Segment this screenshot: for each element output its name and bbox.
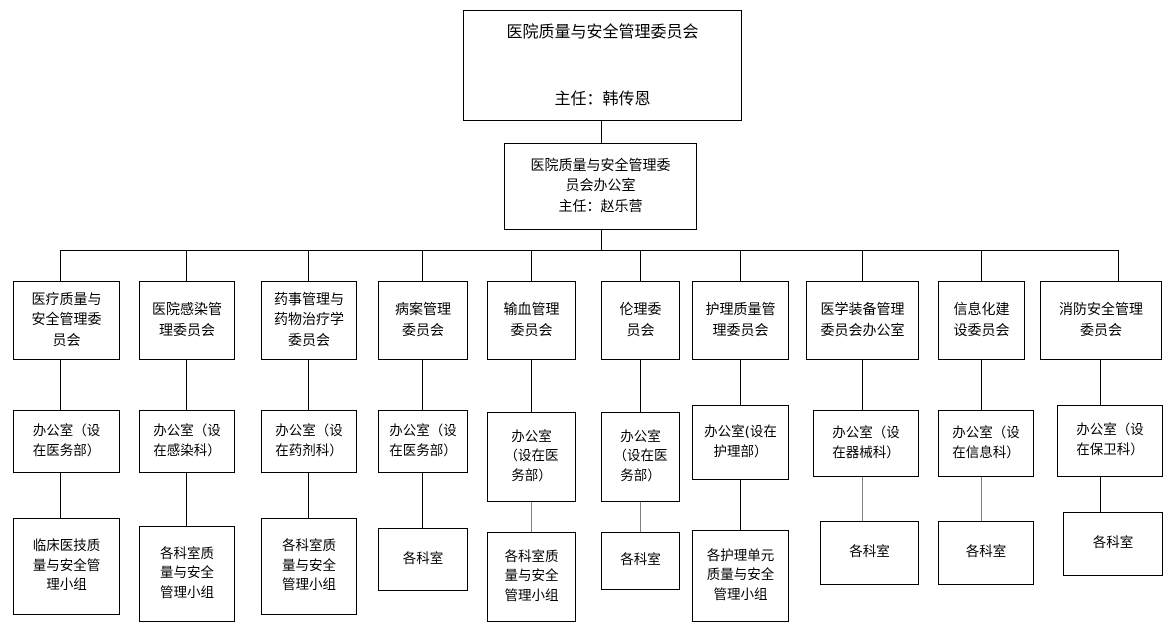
node-committee-9: 信息化建 设委员会 [938,281,1025,360]
node-group-3: 各科室质 量与安全 管理小组 [261,518,357,615]
node-label: 输血管理 委员会 [503,302,560,339]
connector-office-2-to-group [186,473,187,526]
connector-committee-2-to-office [186,360,187,410]
node-label: 办公室（设 在药剂科） [275,422,343,459]
node-committee-5: 输血管理 委员会 [487,281,576,360]
connector-bus-to-committee-4 [422,250,423,281]
node-label: 消防安全管理 委员会 [1059,302,1143,339]
node-label: 医院感染管 理委员会 [152,302,222,339]
node-committee-8: 医学装备管理 委员会办公室 [806,281,919,360]
connector-office-10-to-group [1100,477,1101,512]
node-group-1: 临床医技质 量与安全管 理小组 [13,518,120,615]
node-label: 各科室 [1092,535,1134,552]
connector-bus-to-committee-6 [640,250,641,281]
node-label: 医院质量与安全管理委 员会办公室 主任：赵乐营 [530,158,671,215]
connector-office-7-to-group [740,480,741,530]
connector-office-5-to-group [531,502,532,532]
node-label: 办公室（设 在医务部） [389,422,457,459]
node-group-4: 各科室 [378,528,468,591]
node-office-5: 办公室 （设在医 务部） [487,412,576,502]
connector-bus-to-committee-10 [1118,250,1119,281]
node-label: 伦理委 员会 [619,302,662,339]
node-label: 办公室 （设在医 务部） [613,428,668,484]
node-committee-7: 护理质量管 理委员会 [692,281,789,360]
connector-committee-6-to-office [640,360,641,412]
node-office-9: 办公室（设 在信息科） [938,410,1034,477]
node-group-8: 各科室 [820,521,919,585]
connector-committee-8-to-office [862,360,863,410]
node-group-9: 各科室 [938,521,1034,585]
node-label: 护理质量管 理委员会 [705,302,776,339]
node-label: 病案管理 委员会 [395,302,451,339]
node-office-7: 办公室(设在 护理部） [692,405,789,480]
node-office-8: 办公室（设 在器械科） [813,410,919,477]
node-label: 办公室(设在 护理部） [704,423,777,460]
node-label: 各科室 [849,544,890,561]
node-label: 各科室质 量与安全 管理小组 [504,548,559,604]
node-label: 药事管理与 药物治疗学 委员会 [274,292,344,349]
node-group-5: 各科室质 量与安全 管理小组 [487,532,576,622]
node-label: 各科室 [402,550,444,567]
node-label: 各科室 [620,552,661,569]
connector-bus-to-committee-9 [981,250,982,281]
connector-office-8-to-group [862,477,863,521]
connector-bus-to-committee-5 [531,250,532,281]
connector-office-to-bus [601,230,602,251]
connector-root-to-office [601,121,602,143]
node-label: 医学装备管理 委员会办公室 [820,302,905,339]
node-group-10: 各科室 [1063,512,1163,576]
connector-bus-to-committee-1 [60,250,61,281]
connector-bus-to-committee-2 [186,250,187,281]
connector-committee-9-to-office [981,360,982,410]
node-office-4: 办公室（设 在医务部） [378,410,468,473]
node-label: 医疗质量与 安全管理委 员会 [31,292,102,349]
node-label: 办公室（设 在信息科） [952,424,1020,461]
node-label: 各科室质 量与安全 管理小组 [160,545,214,601]
connector-office-9-to-group [981,477,982,521]
node-committee-10: 消防安全管理 委员会 [1040,281,1162,360]
node-office-10: 办公室（设 在保卫科） [1057,405,1163,477]
node-committee-3: 药事管理与 药物治疗学 委员会 [261,281,357,360]
node-label: 各护理单元 质量与安全 管理小组 [706,547,775,603]
node-label: 办公室（设 在医务部） [32,422,101,459]
node-label: 办公室（设 在器械科） [832,424,900,461]
node-label: 临床医技质 量与安全管 理小组 [32,538,101,594]
node-label: 办公室（设 在感染科） [153,422,221,459]
node-label: 医院质量与安全管理委员会 主任：韩传恩 [506,22,699,109]
node-label: 信息化建 设委员会 [953,302,1010,339]
connector-committee-1-to-office [60,360,61,410]
node-hospital-quality-safety-committee: 医院质量与安全管理委员会 主任：韩传恩 [463,10,742,121]
node-committee-4: 病案管理 委员会 [378,281,468,360]
node-office-1: 办公室（设 在医务部） [13,410,120,473]
connector-office-1-to-group [60,473,61,518]
connector-office-4-to-group [422,473,423,528]
connector-horizontal-bus [60,250,1119,251]
connector-office-6-to-group [640,502,641,532]
node-office-2: 办公室（设 在感染科） [139,410,235,473]
node-committee-1: 医疗质量与 安全管理委 员会 [13,281,120,360]
node-office-3: 办公室（设 在药剂科） [261,410,357,473]
connector-bus-to-committee-3 [308,250,309,281]
node-group-7: 各护理单元 质量与安全 管理小组 [692,530,789,622]
node-label: 办公室（设 在保卫科） [1076,422,1144,458]
connector-bus-to-committee-7 [740,250,741,281]
node-group-6: 各科室 [601,532,680,590]
connector-committee-5-to-office [531,360,532,412]
connector-bus-to-committee-8 [862,250,863,281]
connector-committee-10-to-office [1100,360,1101,405]
node-group-2: 各科室质 量与安全 管理小组 [139,526,235,622]
node-label: 办公室 （设在医 务部） [504,428,559,484]
node-committee-2: 医院感染管 理委员会 [139,281,235,360]
node-label: 各科室质 量与安全 管理小组 [282,538,336,594]
connector-committee-4-to-office [422,360,423,410]
connector-office-3-to-group [308,473,309,518]
node-committee-office: 医院质量与安全管理委 员会办公室 主任：赵乐营 [504,143,697,230]
connector-committee-3-to-office [308,360,309,410]
node-committee-6: 伦理委 员会 [601,281,680,360]
node-label: 各科室 [965,544,1007,561]
node-office-6: 办公室 （设在医 务部） [601,412,680,502]
connector-committee-7-to-office [740,360,741,405]
